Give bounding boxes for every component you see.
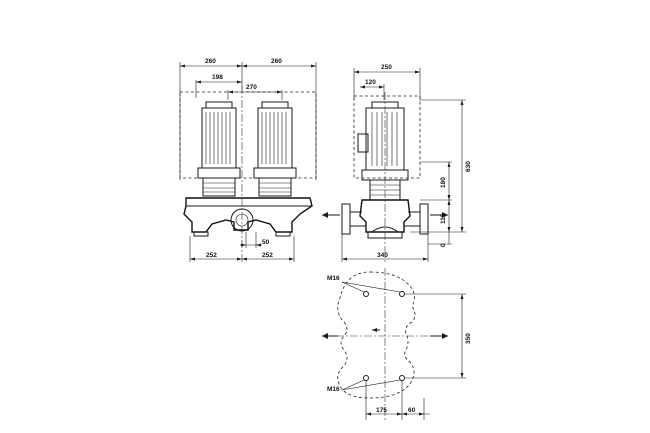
dim-front-center-gap: 50 [262,239,270,246]
dim-side-bottom-span: 340 [377,252,388,259]
dim-side-height-upper: 180 [440,177,447,188]
dim-plan-vertical: 350 [465,333,472,344]
front-view: 260 260 198 270 252 252 50 [179,58,317,262]
dim-side-height-base: 0 [440,243,447,247]
bolt-label-top: M16 [327,275,340,282]
dim-plan-offset-a: 175 [376,407,387,414]
dim-side-top-offset: 120 [365,79,376,86]
dim-front-top-right: 260 [271,58,282,65]
dim-side-height-lower: 115 [440,213,447,224]
dim-front-inner: 198 [212,74,223,81]
dim-side-top-width: 250 [381,64,392,71]
dim-front-bottom-left: 252 [206,252,217,259]
dim-front-spacing: 270 [246,84,257,91]
dim-plan-offset-b: 60 [408,407,416,414]
dim-side-total-height: 630 [465,161,472,172]
dim-front-top-left: 260 [205,58,216,65]
plan-view: M16 M16 350 175 60 [322,268,472,420]
dim-front-bottom-right: 252 [262,252,273,259]
side-view: 250 120 340 630 180 115 0 [322,64,472,262]
bolt-label-bottom: M16 [327,386,340,393]
